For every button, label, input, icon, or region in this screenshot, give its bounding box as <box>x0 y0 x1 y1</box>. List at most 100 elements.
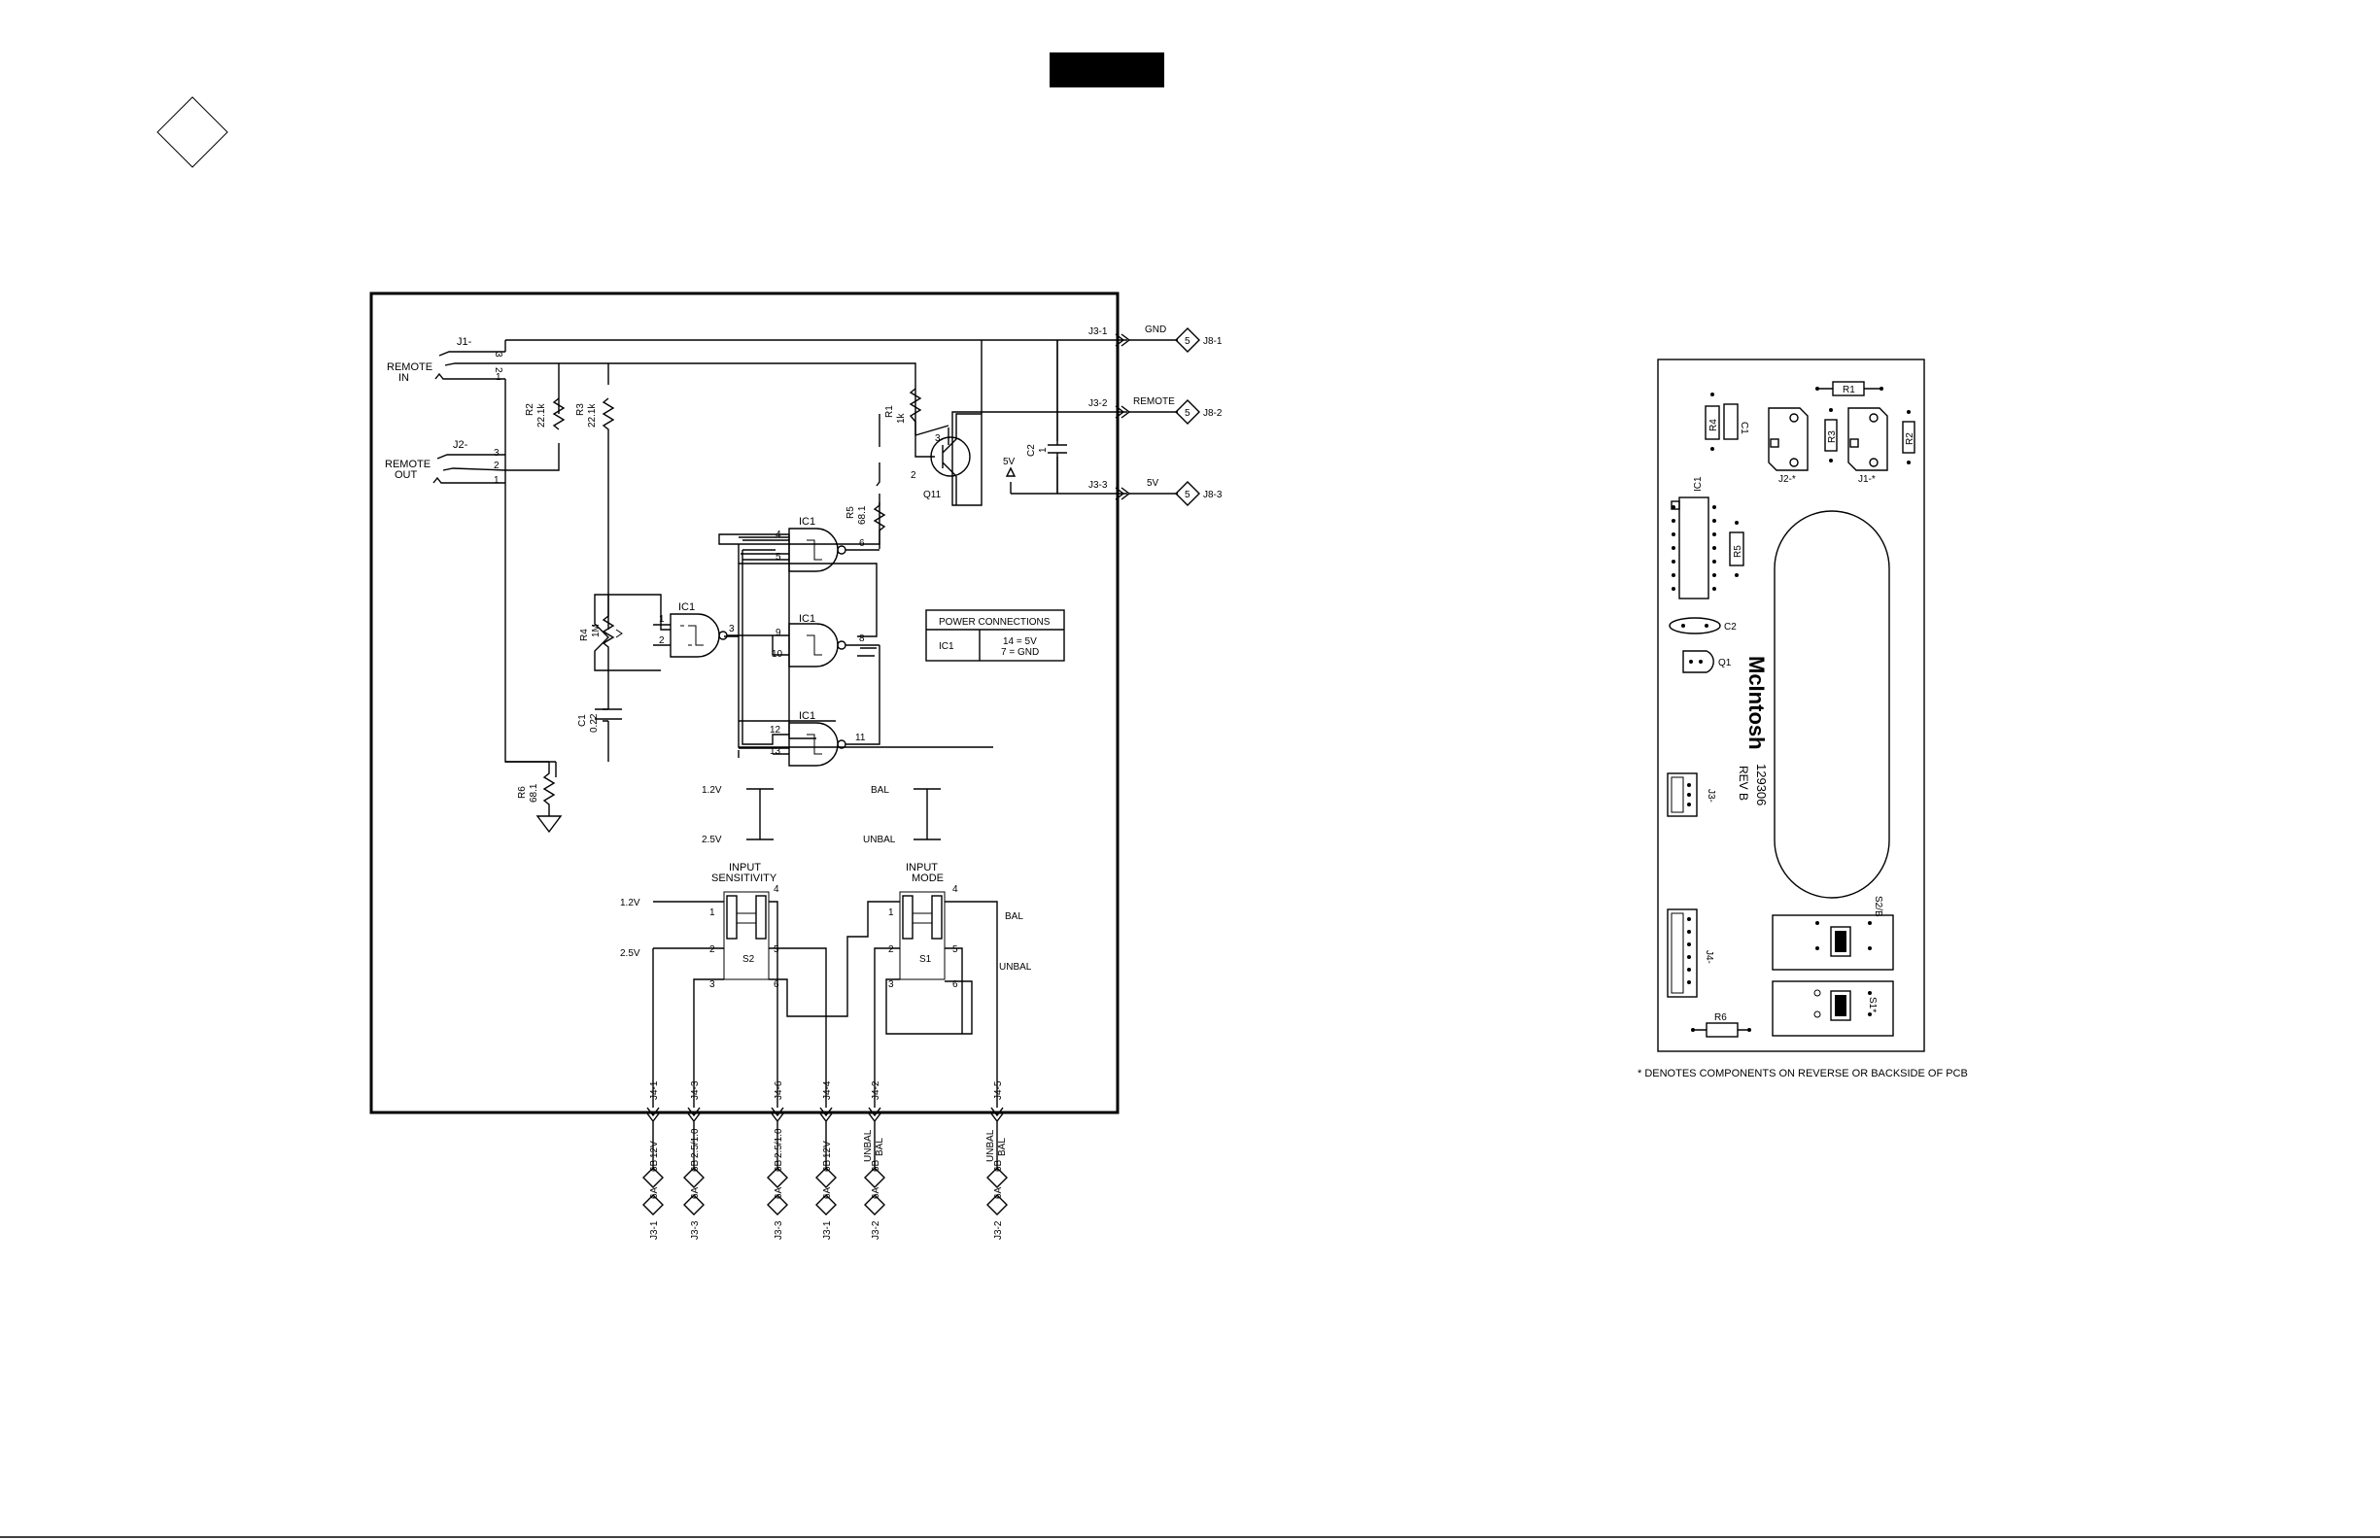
ref-diamond-icon <box>986 1167 1008 1188</box>
c2-value: 1 <box>1038 447 1049 453</box>
j3-label: J3-2 <box>993 1220 1004 1240</box>
pcb-s2-label: S2/B <box>1873 896 1883 917</box>
s1-pin-6: 6 <box>952 979 958 990</box>
ref-page: 6A <box>649 1186 660 1199</box>
s1-title-2: MODE <box>912 873 944 884</box>
pcb-c1-label: C1 <box>1739 422 1749 434</box>
r6-label: R6 <box>517 786 528 799</box>
page-ref-1: 5 <box>1185 336 1190 347</box>
pcb-s1-label: S1* <box>1867 997 1878 1012</box>
legend-2-5v: 2.5V <box>702 835 722 845</box>
ic-pin <box>1712 560 1716 564</box>
pcb-c1: C1 <box>1723 403 1749 440</box>
ic-gate-b: IC1 4 5 6 <box>776 516 880 572</box>
j2-pin-1: 1 <box>494 475 500 486</box>
five-v-label: 5V <box>1003 457 1016 467</box>
pcb-r3-label: R3 <box>1827 430 1838 443</box>
j4-label: J4-4 <box>822 1080 833 1100</box>
pcb-r4: R4 <box>1705 393 1720 451</box>
s2-title: INPUT <box>729 862 761 873</box>
power-table-ic: IC1 <box>939 641 954 652</box>
j4-pin <box>1687 968 1691 972</box>
signal-label: 12V <box>822 1141 833 1158</box>
r3-label: R3 <box>575 403 586 416</box>
ref-diamond-icon <box>864 1167 885 1188</box>
pcb-j2-label: J2-* <box>1778 474 1796 485</box>
ic-pin <box>1672 546 1675 550</box>
r4-label: R4 <box>579 629 590 641</box>
pcb-j1-label: J1-* <box>1858 474 1876 485</box>
r6-value: 68.1 <box>529 783 539 803</box>
ic-pin <box>1672 532 1675 536</box>
s1-pin-5: 5 <box>952 944 958 955</box>
ic-b-pin-4: 4 <box>776 530 781 540</box>
s1-pin-4: 4 <box>952 884 958 895</box>
ic-a-pin-2: 2 <box>659 635 665 646</box>
s2-pin-1: 1 <box>709 907 715 918</box>
j4-pin <box>1687 917 1691 921</box>
ref-diamond-icon <box>642 1167 664 1188</box>
connector-j1: J1- REMOTE IN 3 2 1 <box>387 336 505 384</box>
capacitor-c2: C2 1 5V <box>1003 340 1067 494</box>
ref-page: 6A <box>993 1186 1004 1199</box>
capacitor-c1: C1 0.22 <box>577 708 622 733</box>
ic-b-label: IC1 <box>799 516 815 528</box>
pcb-ic1: IC1 <box>1671 476 1716 599</box>
ic-pin <box>1712 532 1716 536</box>
ic-pin <box>1672 505 1675 509</box>
pcb-r5: R5 <box>1729 521 1744 577</box>
ic-b-pin-5: 5 <box>776 552 781 563</box>
j1-pin-3: 3 <box>493 352 503 358</box>
pcb-outline <box>1657 359 1925 1052</box>
transistor-q11: 3 2 Q11 <box>911 413 982 505</box>
r1-label: R1 <box>884 405 895 418</box>
switch-s2: INPUT SENSITIVITY S2 1 4 2 5 3 6 1.2V 2.… <box>620 862 779 990</box>
pcb-j3: J3- <box>1667 772 1716 817</box>
r2-label: R2 <box>525 403 535 416</box>
s1-unbal: UNBAL <box>999 962 1032 973</box>
ref-page: 6A <box>774 1186 784 1199</box>
ref-diamond-icon <box>864 1194 885 1215</box>
ref-diamond-icon <box>815 1194 837 1215</box>
remote-out-label: REMOTE <box>385 459 431 470</box>
resistor-r5: R5 68.1 <box>845 494 886 549</box>
c1-value: 0.22 <box>589 713 600 733</box>
c1-label: C1 <box>577 714 588 727</box>
ic-a-label: IC1 <box>678 601 695 613</box>
ic-c-label: IC1 <box>799 613 815 625</box>
pcb-oval <box>1774 510 1890 899</box>
pcb-r2: R2 <box>1902 410 1915 464</box>
r4-value: 1M <box>591 624 602 637</box>
legend-1-2v: 1.2V <box>702 785 722 796</box>
pcb-s2: S2/B <box>1772 896 1894 971</box>
resistor-r1: R1 1k <box>884 388 935 458</box>
signal-label: 12V <box>649 1141 660 1158</box>
j3-1-label: J3-1 <box>1088 326 1108 337</box>
pcb-ic1-label: IC1 <box>1693 476 1704 492</box>
signal-label-2: BAL <box>997 1138 1008 1156</box>
ic-d-pin-12: 12 <box>770 725 781 736</box>
pcb-r2-label: R2 <box>1905 432 1915 445</box>
j3-3-label: J3-3 <box>1088 480 1108 491</box>
j3-label: J3-3 <box>774 1220 784 1240</box>
s2-2-5v: 2.5V <box>620 948 640 959</box>
legend-unbal: UNBAL <box>863 835 896 845</box>
ic-c-pin-8: 8 <box>859 633 865 644</box>
r5-label: R5 <box>845 506 856 519</box>
ic-c-pin-9: 9 <box>776 628 781 638</box>
ref-sheet: 6B <box>774 1159 784 1172</box>
s1-title: INPUT <box>906 862 938 873</box>
page-ref-2: 5 <box>1185 408 1190 419</box>
gnd-label: GND <box>1145 325 1166 335</box>
outputs: J3-1 J3-2 J3-3 GND REMOTE 5V 5 5 5 J8-1 … <box>1088 325 1223 506</box>
remote-in-label-2: IN <box>398 372 409 384</box>
ref-diamond-icon <box>767 1194 788 1215</box>
j4-label: J4-3 <box>690 1080 701 1100</box>
power-table-line1: 14 = 5V <box>1003 636 1037 647</box>
j2-pin-2: 2 <box>494 461 500 471</box>
ic-d-pin-11: 11 <box>855 733 866 743</box>
page-ref-diamond-3-icon <box>1175 481 1200 506</box>
q11-pin-3: 3 <box>935 433 941 444</box>
